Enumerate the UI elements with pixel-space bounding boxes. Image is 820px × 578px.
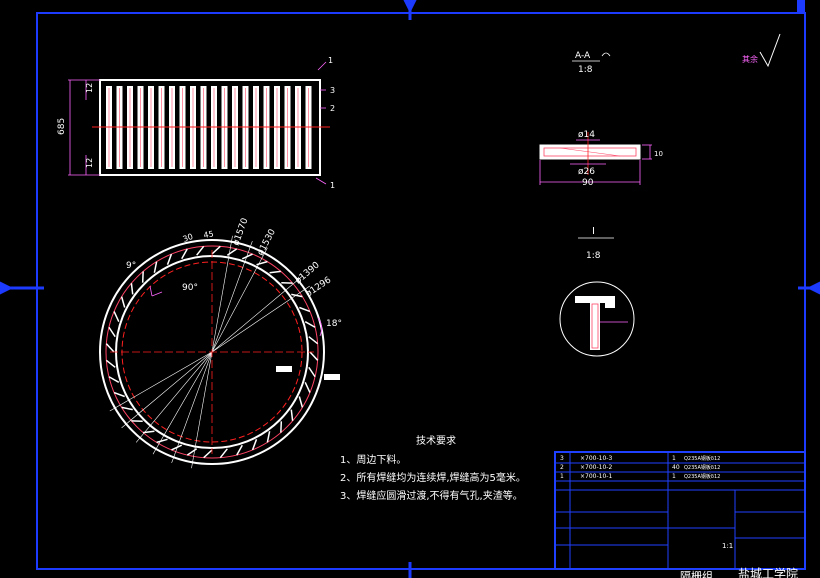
angle-ray bbox=[211, 247, 268, 353]
bom-code-2: ×700-10-2 bbox=[580, 464, 612, 471]
grate-tooth bbox=[219, 448, 228, 459]
tech-item-1: 1、周边下料。 bbox=[340, 455, 407, 466]
grate-tooth bbox=[291, 293, 303, 298]
plan-view: ø1570 ø1530 ø1390 ø1296 9° 90° 18° 30 45 bbox=[99, 217, 342, 469]
grate-tooth bbox=[105, 359, 116, 368]
bom-qty-1: 1 bbox=[672, 473, 676, 480]
drawing-name: 隔栅组 bbox=[680, 569, 713, 578]
balloon-2: 2 bbox=[330, 104, 335, 113]
grate-tooth bbox=[308, 366, 316, 378]
angle-ray bbox=[211, 235, 233, 353]
grate-tooth bbox=[241, 253, 253, 260]
bom-qty-3: 1 bbox=[672, 455, 676, 462]
grate-tooth bbox=[186, 448, 198, 456]
grate-tooth bbox=[251, 439, 258, 451]
section-side-dim: 10 bbox=[654, 150, 663, 158]
angle-ray bbox=[109, 351, 213, 412]
bom-code-1: ×700-10-1 bbox=[580, 473, 612, 480]
grate-teeth bbox=[105, 245, 319, 459]
dia-1530: ø1530 bbox=[256, 227, 278, 257]
bom-mat-3: Q235A钢板δ12 bbox=[684, 455, 720, 462]
angle-18: 18° bbox=[326, 319, 342, 329]
bom-code-3: ×700-10-3 bbox=[580, 455, 612, 462]
grate-tooth bbox=[290, 409, 294, 421]
dia-small: ø14 bbox=[578, 130, 595, 140]
bom-seq-2: 2 bbox=[560, 464, 564, 471]
bom-seq-3: 3 bbox=[560, 455, 564, 462]
title-scale: 1:1 bbox=[722, 542, 733, 550]
section-scale: 1:8 bbox=[578, 65, 593, 75]
detail-view: I 1:8 bbox=[559, 226, 635, 357]
bom-qty-2: 40 bbox=[672, 464, 680, 471]
height-dim: 685 bbox=[57, 118, 67, 135]
detail-title: I bbox=[592, 226, 595, 237]
grate-tooth bbox=[108, 326, 116, 338]
balloon-3: 3 bbox=[330, 86, 335, 95]
grate-tooth bbox=[113, 311, 120, 323]
section-title: A-A bbox=[575, 51, 591, 61]
tech-item-2: 2、所有焊缝均为连续焊,焊缝高为5毫米。 bbox=[340, 473, 526, 484]
side-view: 685 12 12 1 3 2 1 bbox=[57, 56, 335, 190]
bottom-dim: 12 bbox=[85, 158, 94, 168]
grate-tooth bbox=[309, 351, 319, 361]
grate-tooth bbox=[108, 376, 120, 383]
grate-tooth bbox=[256, 260, 268, 266]
grate-tooth bbox=[196, 245, 205, 256]
bom-mat-2: Q235A钢板δ12 bbox=[684, 464, 720, 471]
grate-tooth bbox=[299, 306, 311, 313]
balloon-1-top: 1 bbox=[328, 56, 333, 65]
grate-tooth bbox=[308, 336, 319, 345]
roughness-symbol: 其余 bbox=[742, 33, 781, 68]
grate-tooth bbox=[171, 444, 183, 451]
grate-tooth bbox=[298, 396, 304, 408]
dia-large: ø26 bbox=[578, 167, 595, 177]
tech-title: 技术要求 bbox=[416, 436, 456, 447]
grate-tooth bbox=[266, 431, 271, 443]
bom-mat-1: Q235A钢板δ12 bbox=[684, 473, 720, 480]
grate-tooth bbox=[203, 449, 213, 459]
grate-tooth bbox=[156, 438, 168, 444]
section-width: 90 bbox=[582, 178, 594, 188]
dia-1570: ø1570 bbox=[231, 217, 250, 247]
grate-tooth bbox=[226, 248, 238, 256]
angle-ray bbox=[121, 351, 213, 429]
grate-tooth bbox=[120, 296, 126, 308]
detail-scale: 1:8 bbox=[586, 251, 601, 261]
grate-tooth bbox=[304, 381, 311, 393]
angle-ray bbox=[171, 351, 213, 463]
angle-ray bbox=[211, 275, 303, 353]
grate-tooth bbox=[121, 406, 133, 411]
balloon-1-bottom: 1 bbox=[330, 181, 335, 190]
dim-30: 30 bbox=[182, 232, 195, 244]
grate-tooth bbox=[166, 253, 173, 265]
grate-tooth bbox=[181, 248, 188, 260]
angle-9: 9° bbox=[126, 261, 136, 271]
angle-90: 90° bbox=[182, 283, 198, 293]
angle-ray bbox=[152, 351, 213, 455]
angle-ray bbox=[191, 351, 213, 469]
grate-tooth bbox=[236, 444, 243, 456]
angle-ray bbox=[211, 285, 310, 353]
angle-ray bbox=[211, 241, 253, 353]
section-view: A-A 1:8 ø14 ø26 90 10 bbox=[539, 51, 663, 188]
top-dim: 12 bbox=[85, 83, 94, 93]
grate-tooth bbox=[113, 391, 125, 398]
angle-rays bbox=[109, 235, 310, 469]
grate-tooth bbox=[304, 321, 316, 328]
grate-tooth bbox=[130, 283, 134, 295]
grate-tooth bbox=[143, 430, 155, 434]
dim-45: 45 bbox=[203, 229, 215, 240]
grate-tooth bbox=[269, 270, 281, 274]
angle-ray bbox=[135, 351, 213, 443]
roughness-label: 其余 bbox=[742, 54, 758, 64]
title-block: 3 ×700-10-3 1 Q235A钢板δ12 2 ×700-10-2 40 … bbox=[554, 451, 806, 578]
school-name: 盐城工学院 bbox=[738, 566, 798, 578]
bom-seq-1: 1 bbox=[560, 473, 564, 480]
tech-item-3: 3、焊缝应圆滑过渡,不得有气孔,夹渣等。 bbox=[340, 491, 523, 502]
grate-tooth bbox=[211, 245, 221, 255]
grate-tooth bbox=[105, 343, 115, 353]
grate-tooth bbox=[153, 261, 158, 273]
